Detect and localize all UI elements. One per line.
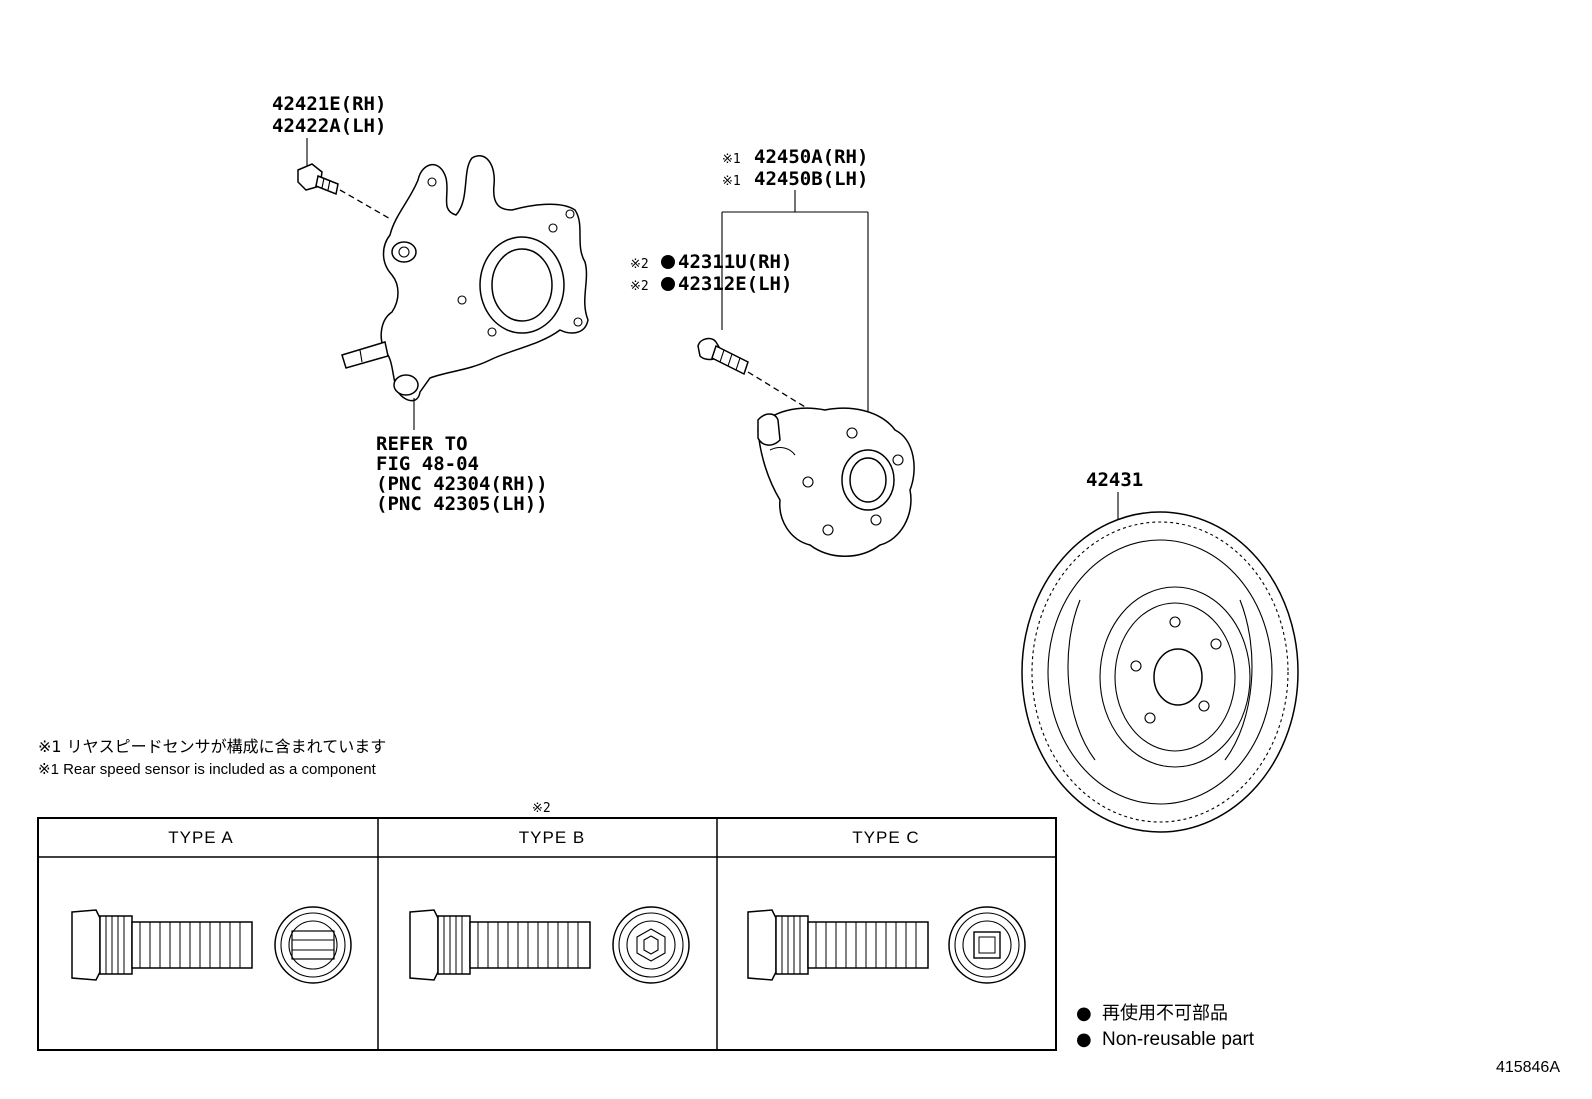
legend-japanese: 再使用不可部品 bbox=[1102, 1003, 1228, 1024]
types-table bbox=[37, 817, 1057, 1051]
callout-stud-rh: 42311U(RH) bbox=[678, 251, 792, 273]
note-english: ※1 Rear speed sensor is included as a co… bbox=[38, 761, 377, 778]
nonreusable-dot-rh bbox=[661, 255, 675, 269]
note-japanese: ※1 リヤスピードセンサが構成に含まれています bbox=[38, 737, 386, 756]
figure-id: 415846A bbox=[1496, 1059, 1560, 1076]
bolt-dash-line bbox=[339, 189, 393, 221]
type-a-end-view bbox=[274, 906, 352, 984]
legend-english: Non-reusable part bbox=[1102, 1029, 1255, 1050]
knuckle-bolt bbox=[297, 163, 339, 196]
stud-mark-rh: ※2 bbox=[630, 257, 649, 272]
hub-mark-rh: ※1 bbox=[722, 152, 741, 167]
type-c-header: TYPE C bbox=[852, 828, 919, 847]
callout-hub-lh: 42450B(LH) bbox=[754, 168, 868, 190]
hub-stud bbox=[697, 337, 749, 376]
callout-hub-rh: 42450A(RH) bbox=[754, 146, 868, 168]
refer-line-2: FIG 48-04 bbox=[376, 453, 479, 475]
callout-stud-lh: 42312E(LH) bbox=[678, 273, 792, 295]
hub-mark-lh: ※1 bbox=[722, 174, 741, 189]
steering-knuckle bbox=[341, 155, 589, 402]
callout-disc: 42431 bbox=[1086, 469, 1143, 491]
types-table-mark: ※2 bbox=[532, 801, 551, 816]
callout-bolt-lh: 42422A(LH) bbox=[272, 115, 386, 137]
type-c-stud bbox=[747, 909, 929, 981]
refer-line-1: REFER TO bbox=[376, 433, 468, 455]
type-b-stud bbox=[409, 909, 591, 981]
type-b-header: TYPE B bbox=[519, 828, 585, 847]
refer-line-4: (PNC 42305(LH)) bbox=[376, 493, 548, 515]
type-b-end-view bbox=[612, 906, 690, 984]
legend-symbol-jp: ● bbox=[1076, 1003, 1092, 1024]
leader-hub-bracket bbox=[721, 190, 869, 412]
callout-bolt-rh: 42421E(RH) bbox=[272, 93, 386, 115]
stud-mark-lh: ※2 bbox=[630, 279, 649, 294]
brake-disc bbox=[1021, 511, 1299, 833]
nonreusable-dot-lh bbox=[661, 277, 675, 291]
legend-symbol-en: ● bbox=[1076, 1029, 1092, 1050]
type-a-stud bbox=[71, 909, 253, 981]
refer-line-3: (PNC 42304(RH)) bbox=[376, 473, 548, 495]
axle-hub-assembly bbox=[757, 407, 915, 557]
type-a-header: TYPE A bbox=[168, 828, 234, 847]
stud-dash-line bbox=[747, 371, 811, 411]
type-c-end-view bbox=[948, 906, 1026, 984]
